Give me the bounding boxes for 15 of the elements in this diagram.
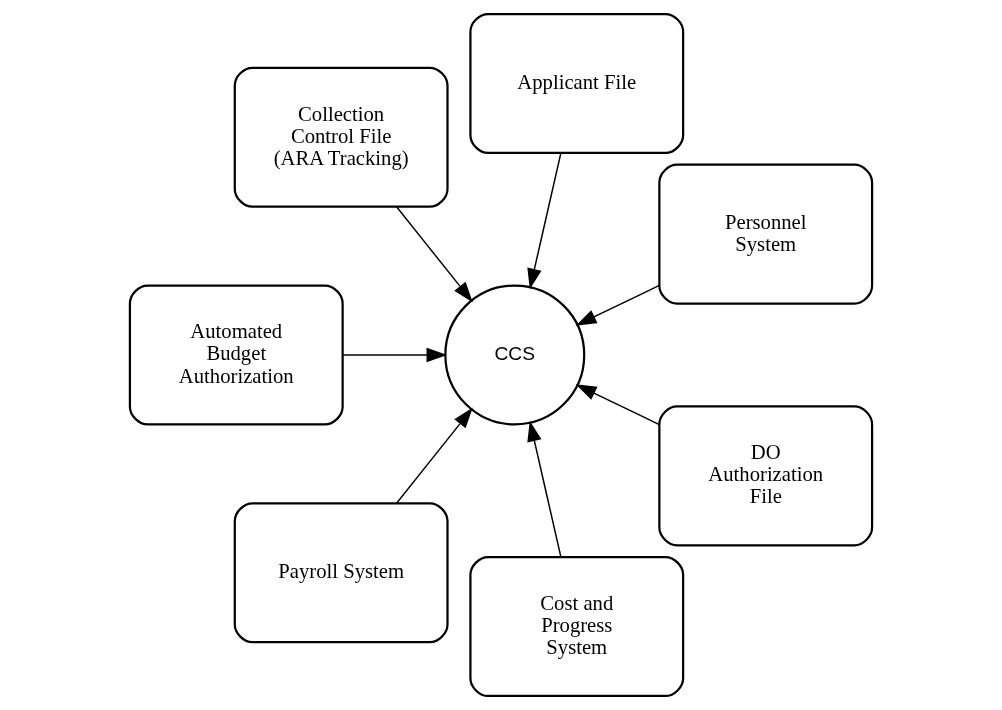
arrow: [575, 284, 661, 326]
node-circle: CCS: [444, 284, 586, 426]
arrow: [527, 420, 562, 558]
node-box: Cost and Progress System: [469, 556, 685, 698]
arrow: [395, 206, 473, 303]
node-box: Applicant File: [469, 12, 685, 154]
arrow: [575, 384, 661, 426]
node-box: Collection Control File (ARA Tracking): [233, 66, 449, 208]
node-box: Personnel System: [658, 163, 874, 305]
arrow: [342, 347, 448, 363]
arrow: [395, 407, 473, 504]
node-box: Automated Budget Authorization: [128, 284, 344, 426]
node-box: Payroll System: [233, 502, 449, 644]
node-box: DO Authorization File: [658, 405, 874, 547]
arrow: [527, 152, 562, 290]
